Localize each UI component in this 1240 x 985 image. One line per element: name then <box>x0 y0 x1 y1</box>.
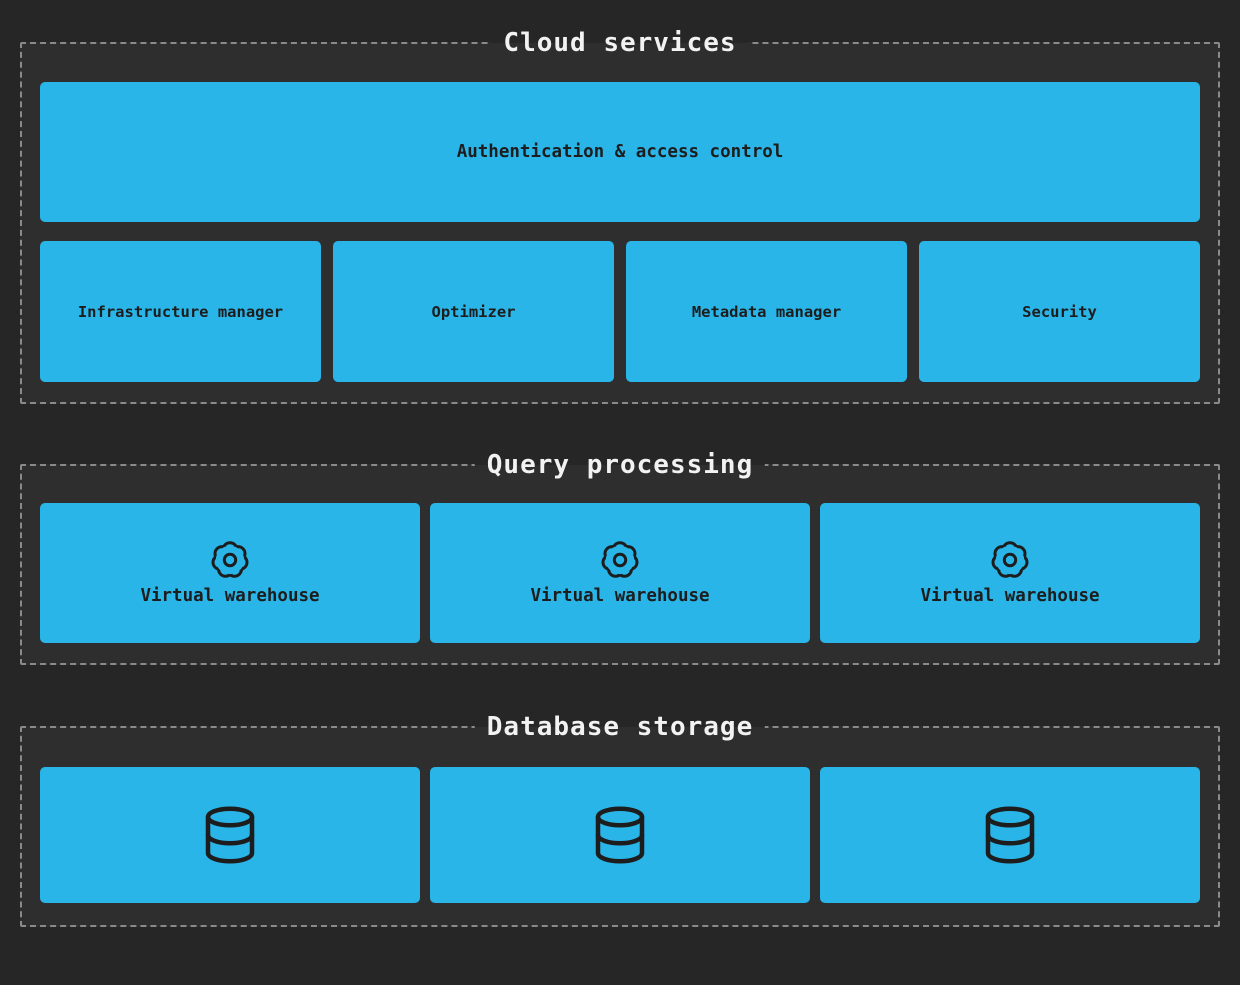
group-title-cloud-services: Cloud services <box>491 26 749 60</box>
database-storage-row <box>40 767 1200 903</box>
database-icon <box>595 806 645 864</box>
gear-icon <box>991 540 1029 578</box>
node-virtual-warehouse-2: Virtual warehouse <box>430 503 810 643</box>
gear-icon <box>601 540 639 578</box>
node-authentication-access-control: Authentication & access control <box>40 82 1200 222</box>
node-database-3 <box>820 767 1200 903</box>
database-icon <box>985 806 1035 864</box>
group-database-storage: Database storage <box>20 710 1220 927</box>
group-query-processing: Query processing Virtual warehouse <box>20 448 1220 665</box>
node-label: Virtual warehouse <box>920 585 1100 606</box>
cloud-services-row: Infrastructure manager Optimizer Metadat… <box>40 241 1200 382</box>
database-icon <box>205 806 255 864</box>
group-cloud-services: Cloud services Authentication & access c… <box>20 26 1220 404</box>
node-label: Virtual warehouse <box>140 585 320 606</box>
node-metadata-manager: Metadata manager <box>626 241 907 382</box>
node-infrastructure-manager: Infrastructure manager <box>40 241 321 382</box>
node-label: Virtual warehouse <box>530 585 710 606</box>
node-virtual-warehouse-1: Virtual warehouse <box>40 503 420 643</box>
node-security: Security <box>919 241 1200 382</box>
node-database-2 <box>430 767 810 903</box>
node-label: Security <box>1022 302 1097 321</box>
node-database-1 <box>40 767 420 903</box>
query-processing-row: Virtual warehouse Virtual warehouse <box>40 503 1200 643</box>
node-label: Metadata manager <box>691 302 842 321</box>
node-optimizer: Optimizer <box>333 241 614 382</box>
architecture-diagram: Cloud services Authentication & access c… <box>0 26 1240 927</box>
group-title-query-processing: Query processing <box>474 448 766 482</box>
gear-icon <box>211 540 249 578</box>
node-virtual-warehouse-3: Virtual warehouse <box>820 503 1200 643</box>
node-label: Infrastructure manager <box>77 302 284 321</box>
group-title-database-storage: Database storage <box>474 710 766 744</box>
node-label: Authentication & access control <box>456 142 784 162</box>
node-label: Optimizer <box>431 302 516 321</box>
